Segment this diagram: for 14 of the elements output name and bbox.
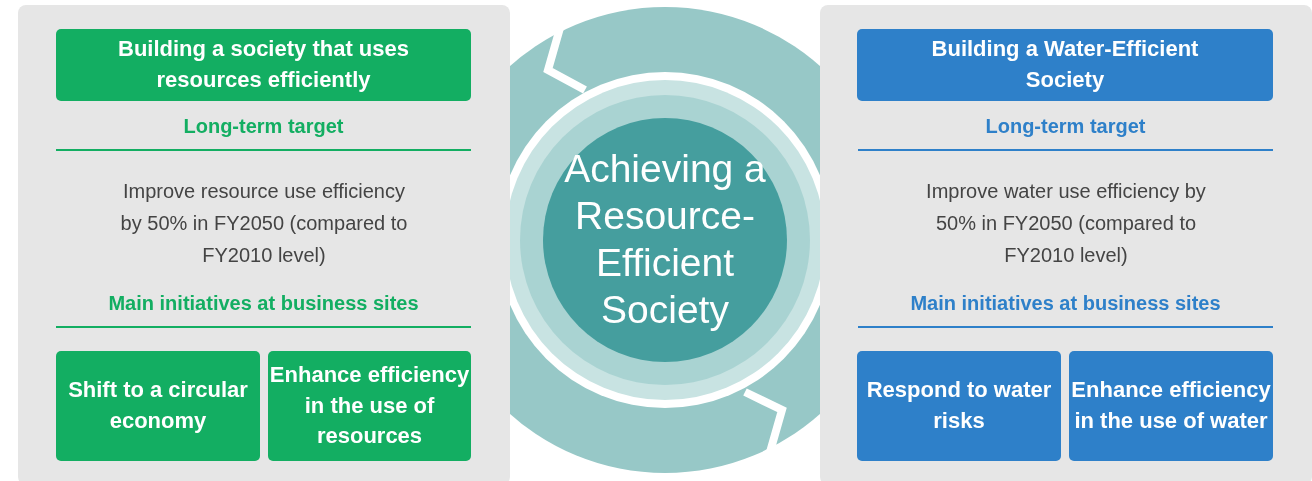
initiative-box: Respond to water risks xyxy=(857,351,1061,461)
content-panel xyxy=(820,5,1312,481)
initiative-box: Shift to a circular economy xyxy=(56,351,260,461)
initiative-box: Enhance efficiency in the use of water xyxy=(1069,351,1273,461)
target-text: Improve water use efficiency by 50% in FY2050 (compared to FY2010 level) xyxy=(925,179,1207,268)
title-banner: Building a society that uses resources efficiently xyxy=(56,29,471,101)
content-panel xyxy=(18,5,510,481)
section-heading: Main initiatives at business sites xyxy=(107,292,420,315)
section-heading: Long-term target xyxy=(182,115,345,138)
section-heading: Main initiatives at business sites xyxy=(909,292,1222,315)
initiative-box: Enhance efficiency in the use of resources xyxy=(268,351,471,461)
section-heading: Long-term target xyxy=(984,115,1147,138)
title-banner: Building a Water-Efficient Society xyxy=(857,29,1273,101)
target-text: Improve resource use efficiency by 50% in FY2050 (compared to FY2010 level) xyxy=(119,179,409,268)
